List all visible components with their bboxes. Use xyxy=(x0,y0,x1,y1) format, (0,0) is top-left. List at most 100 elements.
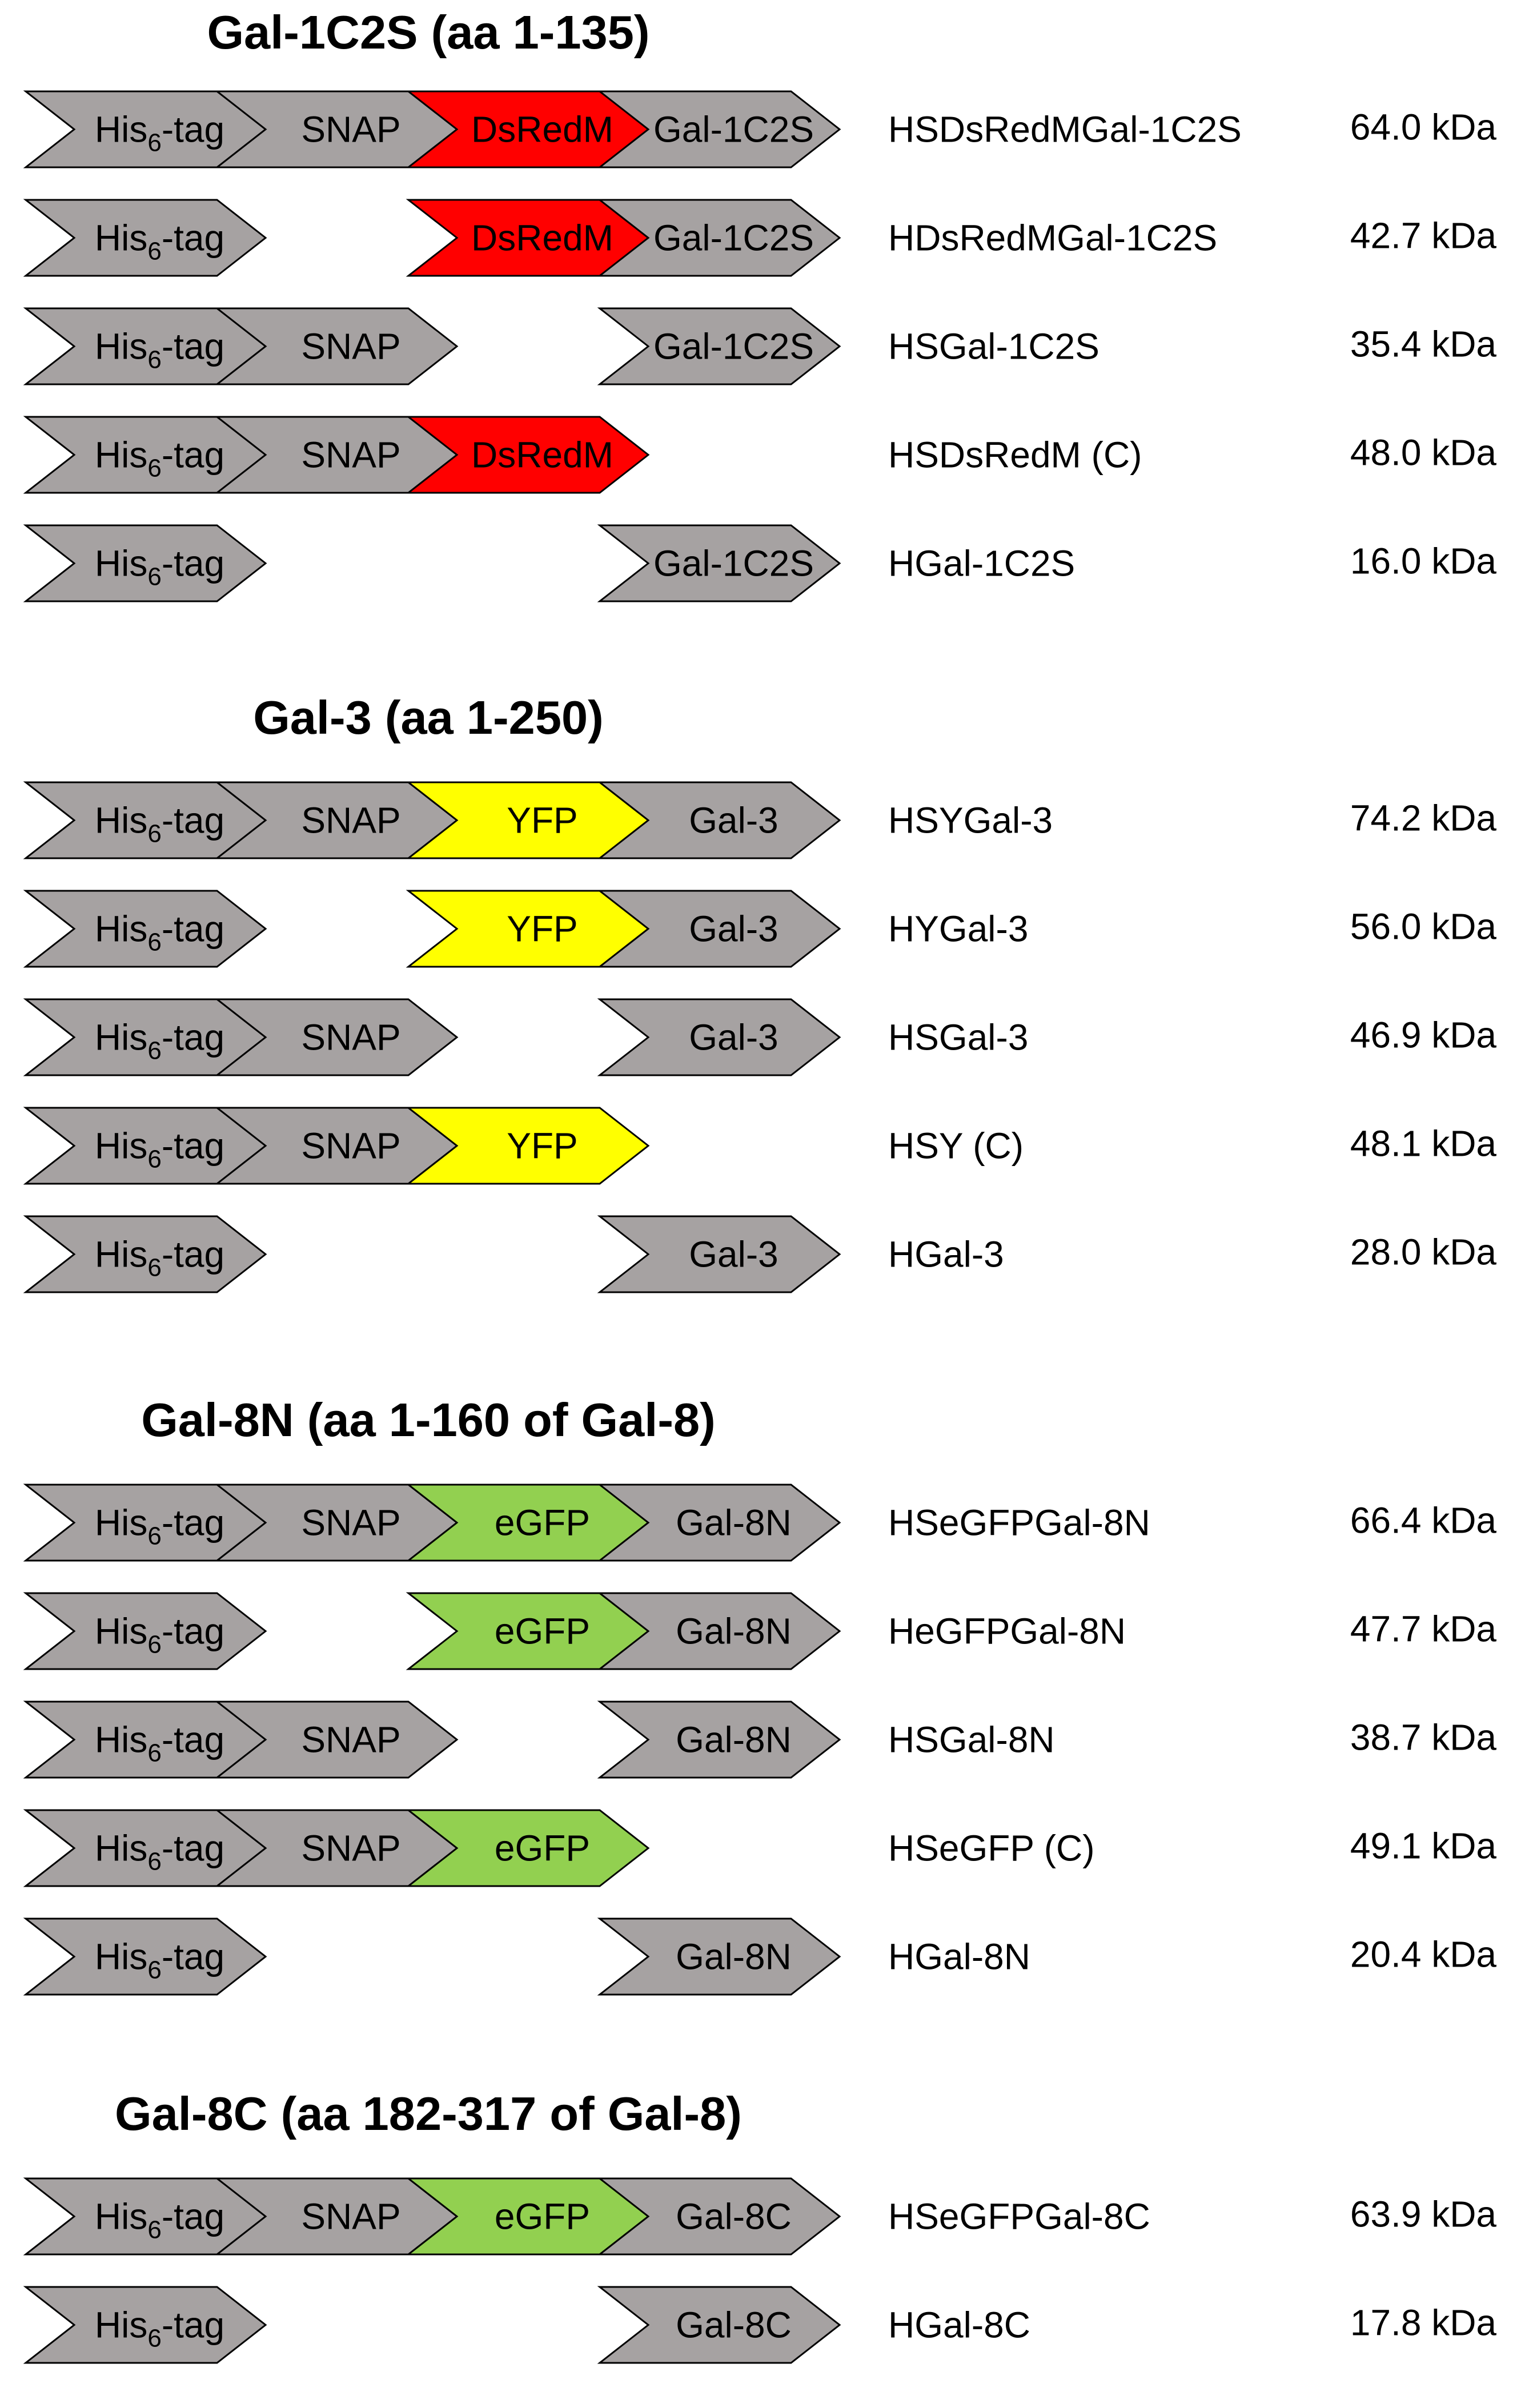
segment-label: His6-tag xyxy=(95,800,224,848)
segment-dsredm: DsRedM xyxy=(406,199,650,277)
segment-label: His6-tag xyxy=(95,326,224,374)
segment-arrow-shape xyxy=(597,1701,841,1779)
segment-snap: SNAP xyxy=(214,1809,459,1887)
segment-arrow-shape xyxy=(597,1592,841,1670)
molecular-weight: 48.0 kDa xyxy=(1350,432,1497,473)
segment-label: Gal-8N xyxy=(676,1502,792,1543)
segment-label: Gal-1C2S xyxy=(653,326,814,367)
segment-label: SNAP xyxy=(301,1828,400,1869)
segment-label: SNAP xyxy=(301,435,400,476)
segment-arrow-shape xyxy=(406,1107,650,1185)
segment-arrow-shape xyxy=(214,307,459,385)
segment-label: DsRedM xyxy=(471,218,613,259)
construct-row: His6-tag Gal-8N HGal-8N 20.4 kDa xyxy=(23,1917,1497,1996)
segment-dsredm: DsRedM xyxy=(406,416,650,494)
construct-name: HSYGal-3 xyxy=(888,800,1053,841)
segment-his6-tag: His6-tag xyxy=(23,781,267,859)
segment-gal-8n: Gal-8N xyxy=(597,1592,841,1670)
segment-arrow-shape xyxy=(23,890,267,968)
segment-his6-tag: His6-tag xyxy=(23,2286,267,2364)
segment-arrow-shape xyxy=(597,2177,841,2256)
segment-yfp: YFP xyxy=(406,890,650,968)
construct-name: HSeGFPGal-8N xyxy=(888,1502,1150,1543)
segment-gal-8n: Gal-8N xyxy=(597,1701,841,1779)
segment-his6-tag: His6-tag xyxy=(23,1701,267,1779)
segment-label: Gal-3 xyxy=(689,1234,778,1275)
construct-name: HGal-8N xyxy=(888,1936,1030,1977)
segment-label: YFP xyxy=(507,908,577,950)
segment-yfp: YFP xyxy=(406,781,650,859)
molecular-weight: 64.0 kDa xyxy=(1350,107,1497,148)
group-title: Gal-8C (aa 182-317 of Gal-8) xyxy=(115,2087,742,2140)
segment-his6-tag: His6-tag xyxy=(23,1917,267,1996)
molecular-weight: 46.9 kDa xyxy=(1350,1015,1497,1056)
segment-egfp: eGFP xyxy=(406,1809,650,1887)
group-title: Gal-3 (aa 1-250) xyxy=(253,691,604,744)
segment-label: His6-tag xyxy=(95,2196,224,2244)
segment-label: Gal-8N xyxy=(676,1611,792,1652)
construct-name: HeGFPGal-8N xyxy=(888,1611,1126,1652)
segment-label: Gal-8N xyxy=(676,1719,792,1760)
segment-label: Gal-1C2S xyxy=(653,109,814,150)
segment-gal-3: Gal-3 xyxy=(597,781,841,859)
segment-snap: SNAP xyxy=(214,998,459,1076)
segment-arrow-shape xyxy=(406,1809,650,1887)
segment-his6-tag: His6-tag xyxy=(23,890,267,968)
segment-arrow-shape xyxy=(597,524,841,602)
construct-name: HDsRedMGal-1C2S xyxy=(888,218,1217,259)
molecular-weight: 17.8 kDa xyxy=(1350,2302,1497,2343)
segment-arrow-shape xyxy=(214,998,459,1076)
segment-label: eGFP xyxy=(495,1502,590,1543)
segment-label: SNAP xyxy=(301,1719,400,1760)
construct-name: HSGal-3 xyxy=(888,1017,1028,1058)
segment-arrow-shape xyxy=(597,2286,841,2364)
segment-label: His6-tag xyxy=(95,2305,224,2353)
segment-label: SNAP xyxy=(301,1125,400,1167)
molecular-weight: 20.4 kDa xyxy=(1350,1934,1497,1975)
segment-snap: SNAP xyxy=(214,307,459,385)
segment-gal-1c2s: Gal-1C2S xyxy=(597,199,841,277)
segment-arrow-shape xyxy=(597,1917,841,1996)
segment-gal-3: Gal-3 xyxy=(597,998,841,1076)
segment-arrow-shape xyxy=(23,2286,267,2364)
molecular-weight: 56.0 kDa xyxy=(1350,906,1497,947)
segment-label: His6-tag xyxy=(95,1936,224,1984)
segment-label: SNAP xyxy=(301,326,400,367)
segment-arrow-shape xyxy=(23,1592,267,1670)
segment-label: SNAP xyxy=(301,1017,400,1058)
construct-name: HSeGFPGal-8C xyxy=(888,2196,1150,2237)
segment-snap: SNAP xyxy=(214,1701,459,1779)
segment-label: eGFP xyxy=(495,2196,590,2237)
segment-his6-tag: His6-tag xyxy=(23,1809,267,1887)
construct-name: HSDsRedMGal-1C2S xyxy=(888,109,1242,150)
group-title: Gal-1C2S (aa 1-135) xyxy=(207,6,649,59)
segment-label: SNAP xyxy=(301,800,400,841)
segment-gal-8c: Gal-8C xyxy=(597,2286,841,2364)
segment-arrow-shape xyxy=(23,199,267,277)
molecular-weight: 49.1 kDa xyxy=(1350,1826,1497,1867)
segment-label: eGFP xyxy=(495,1828,590,1869)
segment-his6-tag: His6-tag xyxy=(23,1592,267,1670)
segment-arrow-shape xyxy=(597,307,841,385)
segment-his6-tag: His6-tag xyxy=(23,1484,267,1562)
segment-his6-tag: His6-tag xyxy=(23,199,267,277)
molecular-weight: 16.0 kDa xyxy=(1350,541,1497,582)
segment-arrow-shape xyxy=(23,1215,267,1293)
segment-gal-8n: Gal-8N xyxy=(597,1484,841,1562)
segment-gal-8n: Gal-8N xyxy=(597,1917,841,1996)
segment-gal-1c2s: Gal-1C2S xyxy=(597,524,841,602)
segment-yfp: YFP xyxy=(406,1107,650,1185)
segment-label: His6-tag xyxy=(95,908,224,956)
construct-name: HYGal-3 xyxy=(888,908,1028,950)
